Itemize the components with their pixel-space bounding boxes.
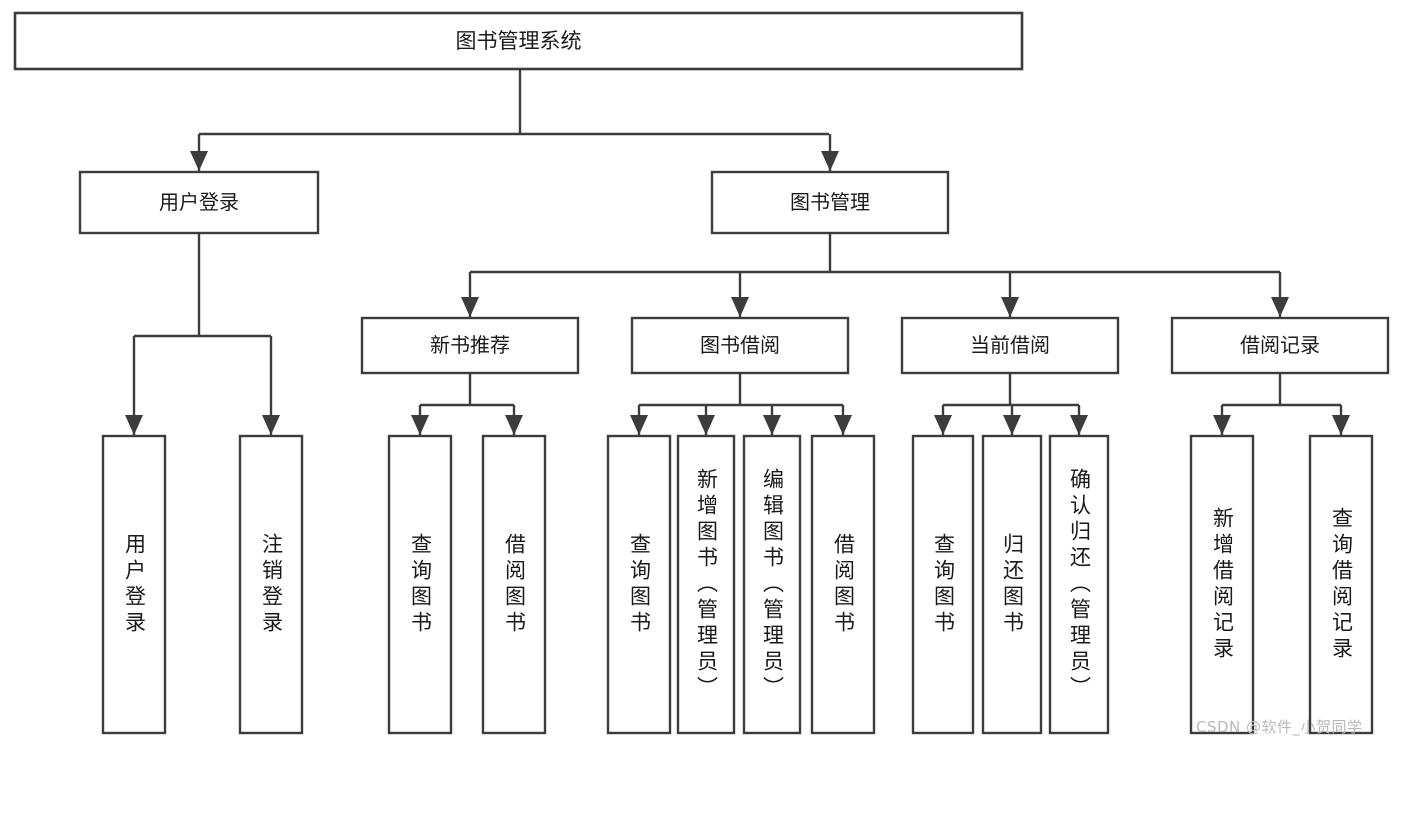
leaf-query-book-1-box[interactable] [387, 434, 453, 735]
arrow-head-icon [461, 297, 479, 317]
arrow-head-icon [125, 415, 143, 435]
leaf-add-book-box[interactable] [676, 434, 736, 735]
borrow-record-label: 借阅记录 [1240, 333, 1320, 357]
user-login-label: 用户登录 [159, 190, 239, 214]
connector-layer [125, 69, 1350, 435]
new-book-rec-box[interactable] [360, 316, 580, 375]
arrow-head-icon [190, 151, 208, 171]
arrow-head-icon [262, 415, 280, 435]
book-borrow-label: 图书借阅 [700, 333, 780, 357]
arrow-head-icon [1070, 415, 1088, 435]
diagram-canvas: 图书管理系统用户登录图书管理新书推荐图书借阅当前借阅借阅记录 用户登录注销登录查… [13, 11, 1390, 736]
book-borrow-box[interactable] [630, 316, 850, 375]
arrow-head-icon [505, 415, 523, 435]
arrow-head-icon [834, 415, 852, 435]
leaf-edit-book-box[interactable] [742, 434, 802, 735]
leaf-logout-box[interactable] [238, 434, 304, 735]
leaf-borrow-book-2-box[interactable] [810, 434, 876, 735]
leaf-user-login-box[interactable] [101, 434, 167, 735]
arrow-head-icon [630, 415, 648, 435]
leaf-add-record-box[interactable] [1189, 434, 1255, 735]
leaf-query-book-2-box[interactable] [606, 434, 672, 735]
arrow-head-icon [763, 415, 781, 435]
leaf-borrow-book-1-box[interactable] [481, 434, 547, 735]
leaf-query-record-box[interactable] [1308, 434, 1374, 735]
arrow-head-icon [1271, 297, 1289, 317]
arrow-head-icon [731, 297, 749, 317]
arrow-head-icon [411, 415, 429, 435]
user-login-box[interactable] [78, 170, 320, 235]
arrow-head-icon [1003, 415, 1021, 435]
arrow-head-icon [1001, 297, 1019, 317]
leaf-query-book-3-box[interactable] [911, 434, 975, 735]
arrow-head-icon [697, 415, 715, 435]
arrow-head-icon [1213, 415, 1231, 435]
arrow-head-icon [934, 415, 952, 435]
new-book-rec-label: 新书推荐 [430, 333, 510, 357]
current-borrow-box[interactable] [900, 316, 1120, 375]
root-node-box[interactable] [13, 11, 1024, 71]
borrow-record-box[interactable] [1170, 316, 1390, 375]
leaf-return-book-box[interactable] [981, 434, 1043, 735]
watermark-text: CSDN @软件_小贺同学 [1196, 718, 1363, 736]
book-manage-box[interactable] [710, 170, 950, 235]
leaf-confirm-return-box[interactable] [1048, 434, 1110, 735]
node-box-layer [13, 11, 1390, 735]
book-manage-label: 图书管理 [790, 190, 870, 214]
root-node-label: 图书管理系统 [456, 29, 582, 53]
arrow-head-icon [1332, 415, 1350, 435]
arrow-head-icon [821, 151, 839, 171]
current-borrow-label: 当前借阅 [970, 333, 1050, 357]
